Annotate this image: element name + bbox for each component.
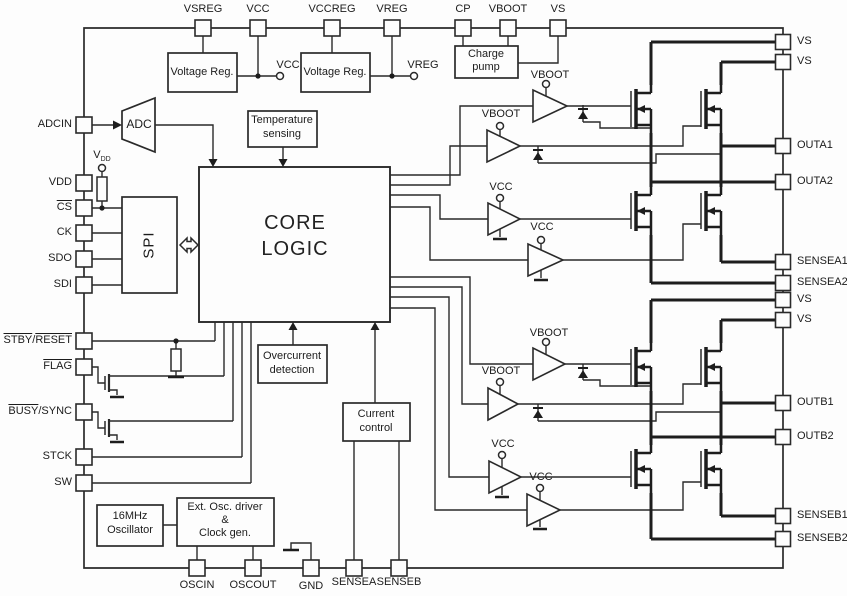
adc-block [121, 96, 156, 154]
pin-label-vdd: VDD [48, 176, 72, 188]
pin-label-sdi: SDI [53, 278, 72, 290]
ground-symbols [110, 229, 548, 552]
overcurrent-label-2: detection [269, 364, 315, 376]
voltage-reg-2-block [300, 52, 371, 93]
ext-osc-label-3: Clock gen. [199, 527, 251, 539]
pin-label-busy-sync: BUSY/SYNC [8, 405, 72, 417]
temp-sensing-label-2: sensing [263, 128, 301, 140]
junction-dots [99, 73, 395, 344]
pin-label-vs-a1: VS [797, 35, 812, 47]
driver-a2-supply-label: VBOOT [481, 108, 521, 120]
temp-sensing-label-1: Temperature [251, 114, 313, 126]
current-control-label-1: Current [357, 408, 395, 420]
charge-pump-block [454, 45, 519, 79]
temperature-sensing-block [247, 110, 318, 148]
gate-drivers [486, 87, 569, 528]
ext-osc-label-2: & [221, 514, 229, 526]
pin-label-sensea: SENSEA [331, 576, 377, 588]
driver-a1-supply-label: VBOOT [530, 69, 570, 81]
core-logic-block [198, 166, 391, 323]
driver-b3-supply-label: VCC [491, 438, 515, 450]
pin-label-senseb: SENSEB [376, 576, 422, 588]
voltage-reg-1-label: Voltage Reg. [170, 66, 234, 78]
core-logic-label-2: LOGIC [261, 238, 329, 260]
pin-label-sensea1: SENSEA1 [797, 255, 847, 267]
vdd-pullup-label: VDD [93, 149, 111, 164]
driver-b2-supply-label: VBOOT [481, 365, 521, 377]
core-logic-label-1: CORE [264, 212, 326, 234]
spi-block [121, 196, 178, 294]
adc-label: ADC [126, 117, 152, 131]
chip-border [83, 27, 784, 569]
pin-label-sensea2: SENSEA2 [797, 276, 847, 288]
ext-osc-label-1: Ext. Osc. driver [187, 501, 263, 513]
driver-b4-supply-label: VCC [529, 471, 553, 483]
pin-label-sw: SW [54, 476, 72, 488]
stby-resistor [170, 348, 182, 372]
current-control-label-2: control [359, 422, 393, 434]
overcurrent-detection-block [257, 344, 328, 384]
vreg-output-label: VREG [407, 59, 439, 71]
osc-16mhz-label-1: 16MHz [112, 510, 148, 522]
pin-label-outa2: OUTA2 [797, 175, 833, 187]
flag-mosfet [104, 374, 111, 392]
pin-label-senseb1: SENSEB1 [797, 509, 847, 521]
control-wires [92, 36, 559, 560]
pin-label-outb1: OUTB1 [797, 396, 834, 408]
pin-label-senseb2: SENSEB2 [797, 532, 847, 544]
vcc-output-label: VCC [276, 59, 300, 71]
pin-label-vcc: VCC [246, 3, 270, 15]
pin-label-vs-a2: VS [797, 55, 812, 67]
supply-terminals [97, 71, 551, 493]
driver-output-wires [518, 105, 721, 511]
pin-label-adcin: ADCIN [37, 118, 72, 130]
osc-16mhz-label-2: Oscillator [107, 524, 153, 536]
pin-label-sdo: SDO [48, 252, 72, 264]
pin-label-vs-b2: VS [797, 313, 812, 325]
bridge-b [629, 298, 775, 541]
pin-label-oscin: OSCIN [179, 579, 215, 591]
driver-a3-supply-label: VCC [489, 181, 513, 193]
pin-label-vs-top: VS [550, 3, 566, 15]
charge-pump-label-2: pump [472, 61, 500, 73]
driver-a4-supply-label: VCC [530, 221, 554, 233]
busy-mosfet [104, 419, 111, 437]
pin-label-vccreg: VCCREG [308, 3, 356, 15]
spi-core-bus-arrow [178, 236, 200, 254]
pin-label-vsreg: VSREG [183, 3, 223, 15]
pin-label-cp: CP [455, 3, 471, 15]
arrowheads [113, 120, 380, 330]
pin-label-outb2: OUTB2 [797, 430, 834, 442]
bridge-a [629, 40, 775, 285]
driver-b1-supply-label: VBOOT [529, 327, 569, 339]
pin-label-oscout: OSCOUT [229, 579, 277, 591]
core-to-driver-wires [390, 105, 533, 511]
pin-label-vboot: VBOOT [488, 3, 528, 15]
voltage-reg-2-label: Voltage Reg. [303, 66, 367, 78]
pin-squares [75, 19, 792, 577]
spi-label: SPI [140, 231, 158, 259]
current-control-block [342, 402, 411, 442]
pin-label-flag: FLAG [43, 360, 72, 372]
overcurrent-label-1: Overcurrent [262, 350, 322, 362]
pin-label-cs: CS [56, 201, 72, 213]
ext-osc-driver-block [176, 497, 275, 547]
pin-label-vreg: VREG [376, 3, 408, 15]
bootstrap-diodes [533, 108, 588, 418]
pin-label-gnd: GND [298, 580, 324, 592]
pin-label-stby-reset: STBY/RESET [3, 334, 72, 346]
charge-pump-label-1: Charge [467, 48, 505, 60]
pin-label-ck: CK [56, 226, 72, 238]
pin-label-outa1: OUTA1 [797, 139, 833, 151]
oscillator-16mhz-block [96, 504, 164, 547]
pin-label-stck: STCK [42, 450, 72, 462]
pullup-resistor [96, 176, 108, 202]
voltage-reg-1-block [167, 52, 238, 93]
pin-label-vs-b1: VS [797, 293, 812, 305]
